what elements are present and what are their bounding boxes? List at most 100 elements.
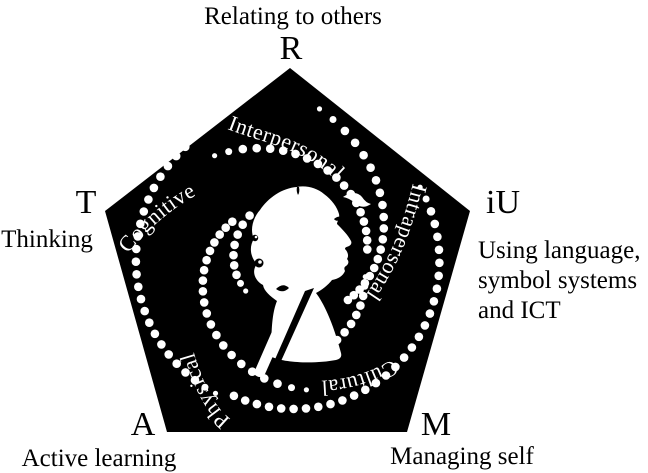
spiral-dot: [362, 236, 372, 245]
spiral-dot: [417, 184, 423, 190]
spiral-dot: [376, 245, 386, 254]
spiral-dot: [205, 246, 215, 256]
spiral-dot: [278, 146, 288, 155]
spiral-dot: [349, 391, 359, 400]
spiral-dot: [369, 263, 379, 273]
spiral-dot: [132, 270, 141, 279]
spiral-dot: [233, 230, 242, 239]
spiral-dot: [356, 301, 365, 310]
spiral-dot: [201, 383, 209, 391]
spiral-dot: [371, 176, 381, 185]
spiral-dot: [133, 232, 143, 241]
spiral-dot: [378, 235, 388, 244]
spiral-dot: [349, 290, 359, 300]
spiral-dot: [190, 375, 200, 385]
vertex-label-top: Relating to others: [204, 3, 382, 30]
spiral-dot: [338, 396, 347, 405]
spiral-dot: [215, 230, 224, 239]
spiral-dot: [381, 371, 391, 380]
spiral-dot: [414, 332, 424, 342]
spiral-dot: [210, 238, 219, 247]
spiral-dot: [229, 250, 238, 260]
vertex-label-bottom-right: Managing self: [390, 443, 534, 470]
spiral-dot: [252, 143, 261, 153]
spiral-dot: [358, 291, 368, 301]
spiral-dot: [245, 211, 254, 220]
spiral-dot: [391, 362, 400, 372]
vertex-letter-r: R: [280, 30, 303, 67]
spiral-dot: [289, 404, 298, 414]
spiral-dot: [157, 340, 166, 349]
silhouette-body: [250, 186, 352, 363]
hair-curl-small-highlight: [254, 235, 258, 239]
spiral-dot: [252, 399, 262, 409]
spiral-dot: [350, 138, 360, 148]
spiral-dot: [314, 402, 323, 412]
spiral-dot: [346, 319, 356, 329]
vertex-label-left: Thinking: [1, 226, 93, 253]
spiral-dot: [359, 150, 368, 160]
spiral-dot: [365, 271, 375, 281]
spiral-dot: [134, 282, 143, 292]
vertex-letter-iu: iU: [486, 184, 520, 221]
spiral-dot: [329, 116, 337, 123]
spiral-dot: [379, 212, 389, 222]
spiral-dot: [144, 195, 153, 204]
spiral-dot: [212, 390, 219, 396]
spiral-dot: [375, 188, 385, 198]
hair-curl-small: [251, 234, 259, 242]
spiral-dot: [429, 297, 439, 306]
spiral-dot: [172, 359, 181, 369]
spiral-dot: [288, 384, 295, 392]
vertex-label-right-line2: symbol systems: [478, 267, 637, 294]
spiral-dot: [422, 195, 430, 203]
spiral-dot: [229, 391, 239, 401]
vertex-label-right-line1: Using language,: [478, 237, 640, 264]
spiral-dot: [228, 217, 237, 226]
spiral-dot: [171, 151, 181, 161]
vertex-label-right-line3: and ICT: [478, 297, 561, 324]
head-silhouette: [250, 186, 371, 377]
spiral-dot: [181, 368, 190, 377]
spiral-dot: [237, 279, 244, 287]
spiral-dot: [363, 245, 372, 254]
eye-detail: [334, 216, 343, 221]
vertex-labels: Relating to others R T Thinking iU Using…: [1, 3, 640, 472]
vertex-letter-m: M: [421, 406, 451, 443]
spiral-dot: [420, 321, 430, 330]
spiral-dot: [362, 274, 368, 280]
spiral-dot: [198, 287, 208, 296]
spiral-dot: [212, 153, 218, 159]
spiral-dot: [323, 166, 332, 175]
spiral-dot: [316, 106, 323, 112]
spiral-dot: [163, 161, 173, 171]
spiral-dot: [202, 255, 211, 265]
spiral-dot: [301, 404, 311, 413]
spiral-dot: [156, 172, 165, 181]
vertex-label-bottom-left: Active learning: [22, 445, 177, 472]
spiral-dot: [340, 126, 350, 136]
spiral-dot: [432, 284, 442, 294]
spiral-dot: [221, 223, 230, 232]
spiral-dot: [131, 257, 141, 267]
spiral-dot: [264, 402, 274, 412]
spiral-dot: [426, 207, 436, 216]
braid-gap: [269, 288, 314, 373]
spiral-dot: [198, 276, 208, 285]
spiral-dot: [407, 343, 417, 352]
spiral-dot: [326, 399, 335, 409]
spiral-dot: [291, 149, 300, 159]
spiral-dot: [276, 404, 286, 413]
spiral-dot: [366, 163, 375, 172]
hair-part-notch: [296, 187, 300, 195]
spiral-dot: [361, 282, 369, 290]
spiral-dot: [243, 288, 249, 294]
spiral-dot: [164, 350, 173, 359]
spiral-dot: [237, 359, 246, 369]
spiral-dot: [232, 270, 241, 280]
spiral-dot: [219, 341, 228, 350]
spiral-dot: [265, 144, 275, 153]
spiral-dot: [434, 271, 444, 281]
